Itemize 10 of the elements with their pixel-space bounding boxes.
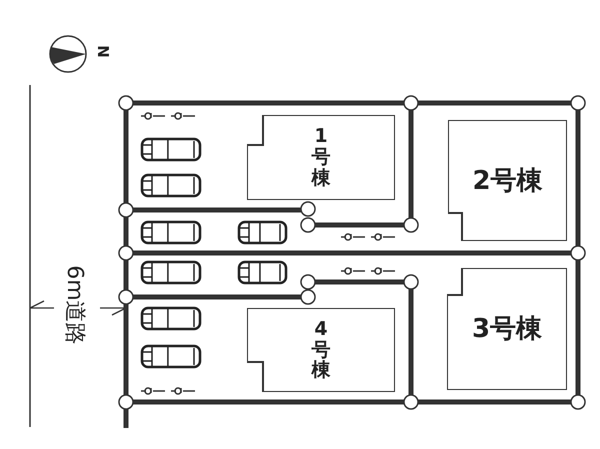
building-label: 1号棟 bbox=[312, 126, 330, 189]
building-footprint bbox=[448, 120, 567, 241]
building-label: 4号棟 bbox=[312, 318, 330, 382]
building-footprint bbox=[247, 308, 395, 392]
road-width-label: 6m道路 bbox=[63, 264, 85, 347]
north-label: N bbox=[94, 45, 110, 58]
building-footprint bbox=[447, 268, 567, 390]
building-label: 3号棟 bbox=[472, 316, 542, 342]
building-footprint bbox=[247, 115, 395, 200]
building-label: 2号棟 bbox=[472, 168, 543, 194]
